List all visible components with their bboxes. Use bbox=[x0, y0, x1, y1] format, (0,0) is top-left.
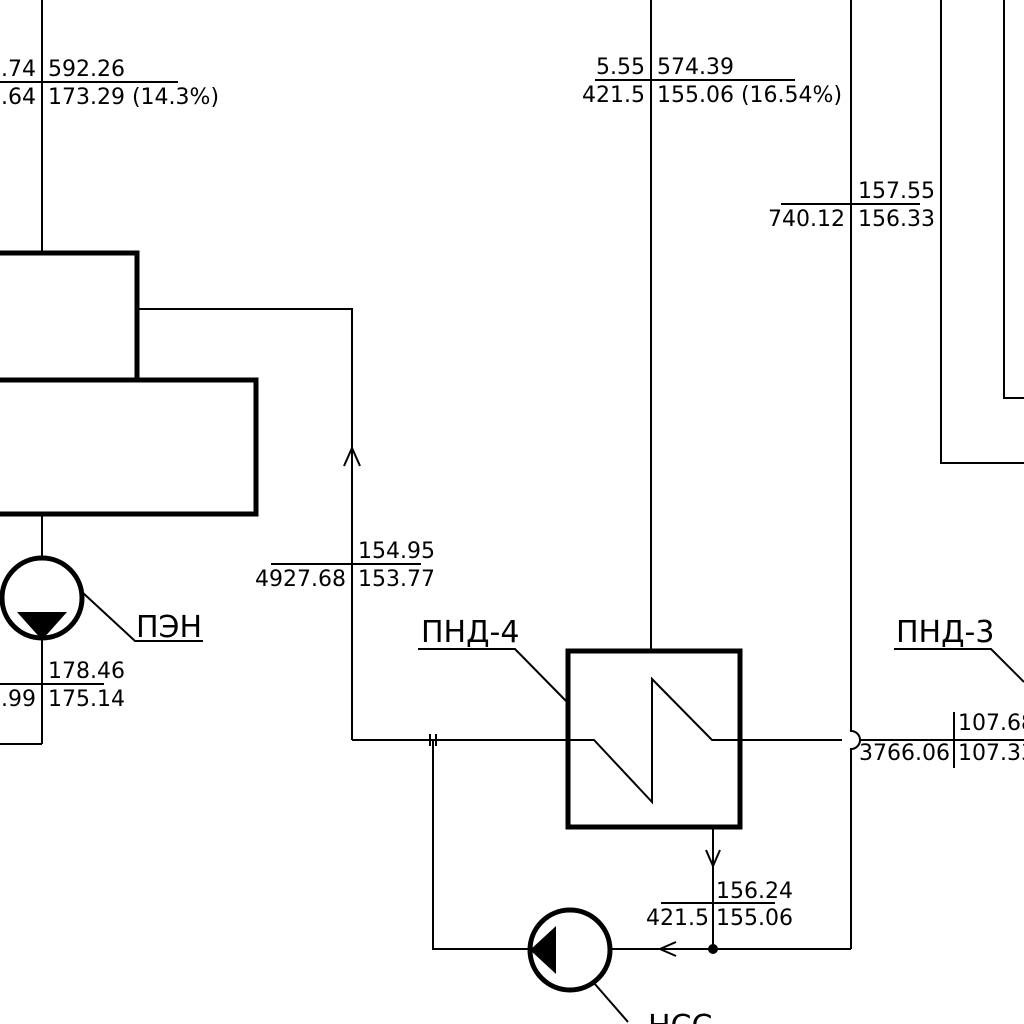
deaerator-unit bbox=[0, 0, 361, 740]
stream-2-bottom-right: 155.06 (16.54%) bbox=[657, 83, 842, 108]
pen-pump-triangle-icon bbox=[17, 612, 67, 640]
stream-2-top-left: 5.55 bbox=[596, 55, 645, 80]
stream-label-4: 154.95 4927.68 153.77 bbox=[255, 539, 435, 592]
stream-2-top-right: 574.39 bbox=[657, 55, 734, 80]
stream-5-top-right: 178.46 bbox=[48, 659, 125, 684]
condensate-line-to-deaerator bbox=[137, 308, 353, 740]
pnd4-label: ПНД-4 bbox=[421, 615, 519, 650]
pnd4-leader-line bbox=[418, 648, 569, 704]
stream-3-bottom-left: 740.12 bbox=[768, 207, 845, 232]
drain-line-pnd3 bbox=[850, 0, 861, 949]
stream-4-bottom-right: 153.77 bbox=[358, 567, 435, 592]
flow-arrow-left bbox=[657, 941, 677, 957]
pen-label: ПЭН bbox=[136, 610, 202, 645]
stream-label-1: 3.74 592.26 1.64 173.29 (14.3%) bbox=[0, 57, 219, 110]
ncs-pump-triangle-icon bbox=[530, 926, 556, 974]
stream-3-bottom-right: 156.33 bbox=[858, 207, 935, 232]
flow-arrow-up bbox=[343, 445, 361, 467]
pen-leader-line bbox=[81, 591, 203, 642]
junction-dot bbox=[708, 944, 718, 954]
deaerator-column bbox=[0, 250, 140, 380]
pnd3-tag: ПНД-3 bbox=[894, 615, 1024, 683]
pnd4-coil-icon bbox=[568, 676, 740, 805]
pnd4-heater: ПНД-4 bbox=[418, 615, 743, 830]
pen-pump: ПЭН bbox=[0, 555, 203, 745]
inner-line bbox=[1003, 0, 1024, 399]
stream-label-2: 5.55 574.39 421.5 155.06 (16.54%) bbox=[582, 55, 842, 108]
drain-pump-loop: НСС bbox=[432, 740, 851, 1024]
pnd3-label: ПНД-3 bbox=[896, 615, 994, 650]
stream-1-bottom-right: 173.29 (14.3%) bbox=[48, 85, 219, 110]
ncs-label: НСС bbox=[648, 1009, 712, 1024]
deaerator-tank bbox=[0, 377, 259, 517]
stream-6-bottom-left: 3766.06 bbox=[859, 741, 950, 766]
stream-label-7: 156.24 421.5 155.06 bbox=[646, 879, 793, 931]
stream-6-top-right: 107.68 bbox=[958, 711, 1024, 736]
flow-arrow-down bbox=[705, 849, 721, 869]
stream-3-top-right: 157.55 bbox=[858, 179, 935, 204]
ncs-leader-line bbox=[593, 982, 629, 1023]
stream-label-5: 178.46 1.99 175.14 bbox=[0, 659, 125, 712]
stream-1-top-left: 3.74 bbox=[0, 57, 36, 82]
stream-label-3: 157.55 740.12 156.33 bbox=[768, 179, 935, 232]
stream-5-bottom-left: 1.99 bbox=[0, 687, 36, 712]
stream-7-top-right: 156.24 bbox=[716, 879, 793, 904]
stream-5-bottom-right: 175.14 bbox=[48, 687, 125, 712]
stream-2-bottom-left: 421.5 bbox=[582, 83, 645, 108]
stream-1-top-right: 592.26 bbox=[48, 57, 125, 82]
stream-4-top-right: 154.95 bbox=[358, 539, 435, 564]
stream-4-bottom-left: 4927.68 bbox=[255, 567, 346, 592]
pnd3-leader-line bbox=[894, 648, 1024, 683]
stream-6-bottom-right: 107.33 bbox=[958, 741, 1024, 766]
outer-line bbox=[940, 0, 1024, 464]
stream-7-bottom-right: 155.06 bbox=[716, 906, 793, 931]
stream-7-bottom-left: 421.5 bbox=[646, 906, 709, 931]
pump-discharge-line bbox=[432, 740, 529, 950]
stream-1-bottom-left: 1.64 bbox=[0, 85, 36, 110]
stream-label-6: 107.68 3766.06 107.33 bbox=[859, 711, 1024, 768]
